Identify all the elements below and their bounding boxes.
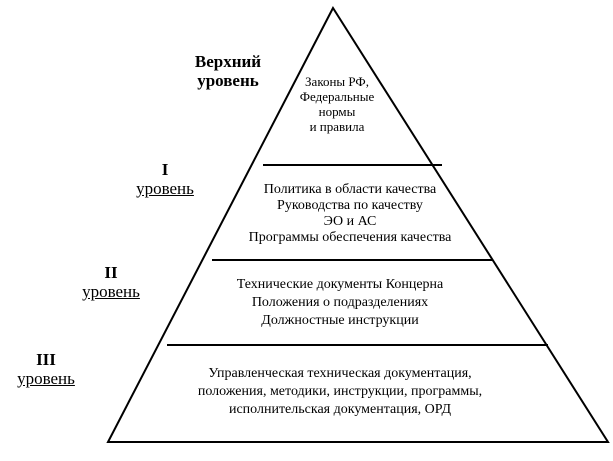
tier-top-line-4: и правила <box>309 119 365 134</box>
level-label-top: Верхний уровень <box>180 52 276 90</box>
level-label-one-numeral: I <box>161 160 169 179</box>
tier-three-content: Управленческая техническая документация,… <box>130 365 550 419</box>
level-label-three: III уровень <box>0 350 92 388</box>
level-label-one: I уровень <box>120 160 210 198</box>
level-label-two: II уровень <box>66 263 156 301</box>
tier-top-content: Законы РФ, Федеральные нормы и правила <box>262 74 412 134</box>
tier-one-line-2: Руководства по качеству <box>277 198 423 213</box>
tier-two-line-3: Должностные инструкции <box>261 313 419 328</box>
level-label-two-word: уровень <box>82 282 140 301</box>
tier-two-content: Технические документы Концерна Положения… <box>170 276 510 330</box>
level-label-top-line-1: Верхний <box>194 52 262 71</box>
tier-three-line-3: исполнительская документация, ОРД <box>228 402 452 417</box>
tier-three-line-2: положения, методики, инструкции, програм… <box>197 384 483 399</box>
level-label-three-numeral: III <box>36 350 56 369</box>
tier-top-line-3: нормы <box>318 104 356 119</box>
level-label-top-line-2: уровень <box>197 71 259 90</box>
tier-three-line-1: Управленческая техническая документация, <box>208 366 472 381</box>
pyramid-outline <box>106 5 610 443</box>
tier-one-line-1: Политика в области качества <box>263 182 437 197</box>
tier-two-line-2: Положения о подразделениях <box>251 295 429 310</box>
tier-one-line-3: ЭО и АС <box>323 214 377 229</box>
tier-one-content: Политика в области качества Руководства … <box>200 182 500 246</box>
level-label-three-word: уровень <box>17 369 75 388</box>
level-label-two-numeral: II <box>104 263 118 282</box>
tier-top-line-2: Федеральные <box>299 89 375 104</box>
level-label-one-word: уровень <box>136 179 194 198</box>
tier-top-line-1: Законы РФ, <box>305 74 369 89</box>
tier-two-line-1: Технические документы Концерна <box>236 277 444 292</box>
tier-one-line-4: Программы обеспечения качества <box>248 230 452 245</box>
